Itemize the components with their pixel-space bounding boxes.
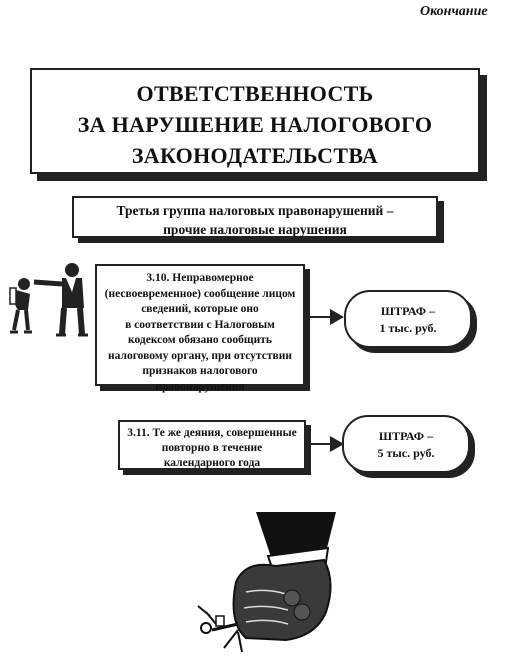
rule-line: кодексом обязано сообщить [128,334,272,346]
arrow-right-icon [306,436,344,452]
rule-line: повторно в течение [161,442,263,454]
title-box: ОТВЕТСТВЕННОСТЬ ЗА НАРУШЕНИЕ НАЛОГОВОГО … [30,68,480,174]
two-men-pointing-illustration [9,263,88,337]
fine-label: ШТРАФ – [380,304,436,318]
fine-box-1: ШТРАФ – 1 тыс. руб. [344,290,472,348]
title-line-1: ОТВЕТСТВЕННОСТЬ [136,81,374,106]
rule-3-11-box: 3.11. Те же деяния, совершенные повторно… [118,420,306,470]
continuation-label: Окончание [420,4,488,19]
rule-line: правонарушения [155,380,245,393]
rule-line: календарного года [163,457,261,469]
rule-3-10-box: 3.10. Неправомерное (несвоевременное) со… [95,264,305,393]
fist-squeezing-person-illustration [197,512,336,653]
group-heading-line-1: Третья группа налоговых правонарушений – [116,203,394,218]
fine-label: ШТРАФ – [378,429,434,443]
rule-line: сведений, которые оно [141,303,259,315]
group-heading-box: Третья группа налоговых правонарушений –… [72,196,438,238]
rule-line: 3.11. Те же деяния, совершенные [127,427,297,439]
title-line-2: ЗА НАРУШЕНИЕ НАЛОГОВОГО [77,112,433,137]
rule-line: налоговому органу, при отсутствии [108,349,292,362]
rule-line: признаков налогового [142,365,258,377]
fine-amount: 5 тыс. руб. [377,446,435,460]
group-heading-line-2: прочие налоговые нарушения [163,222,347,237]
fine-amount: 1 тыс. руб. [379,321,437,335]
arrow-right-icon [306,309,344,325]
rule-line: (несвоевременное) сообщение лицом [104,287,296,300]
fine-box-2: ШТРАФ – 5 тыс. руб. [342,415,470,473]
rule-line: 3.10. Неправомерное [146,272,254,284]
title-line-3: ЗАКОНОДАТЕЛЬСТВА [131,143,379,168]
rule-line: в соответствии с Налоговым [125,318,275,331]
